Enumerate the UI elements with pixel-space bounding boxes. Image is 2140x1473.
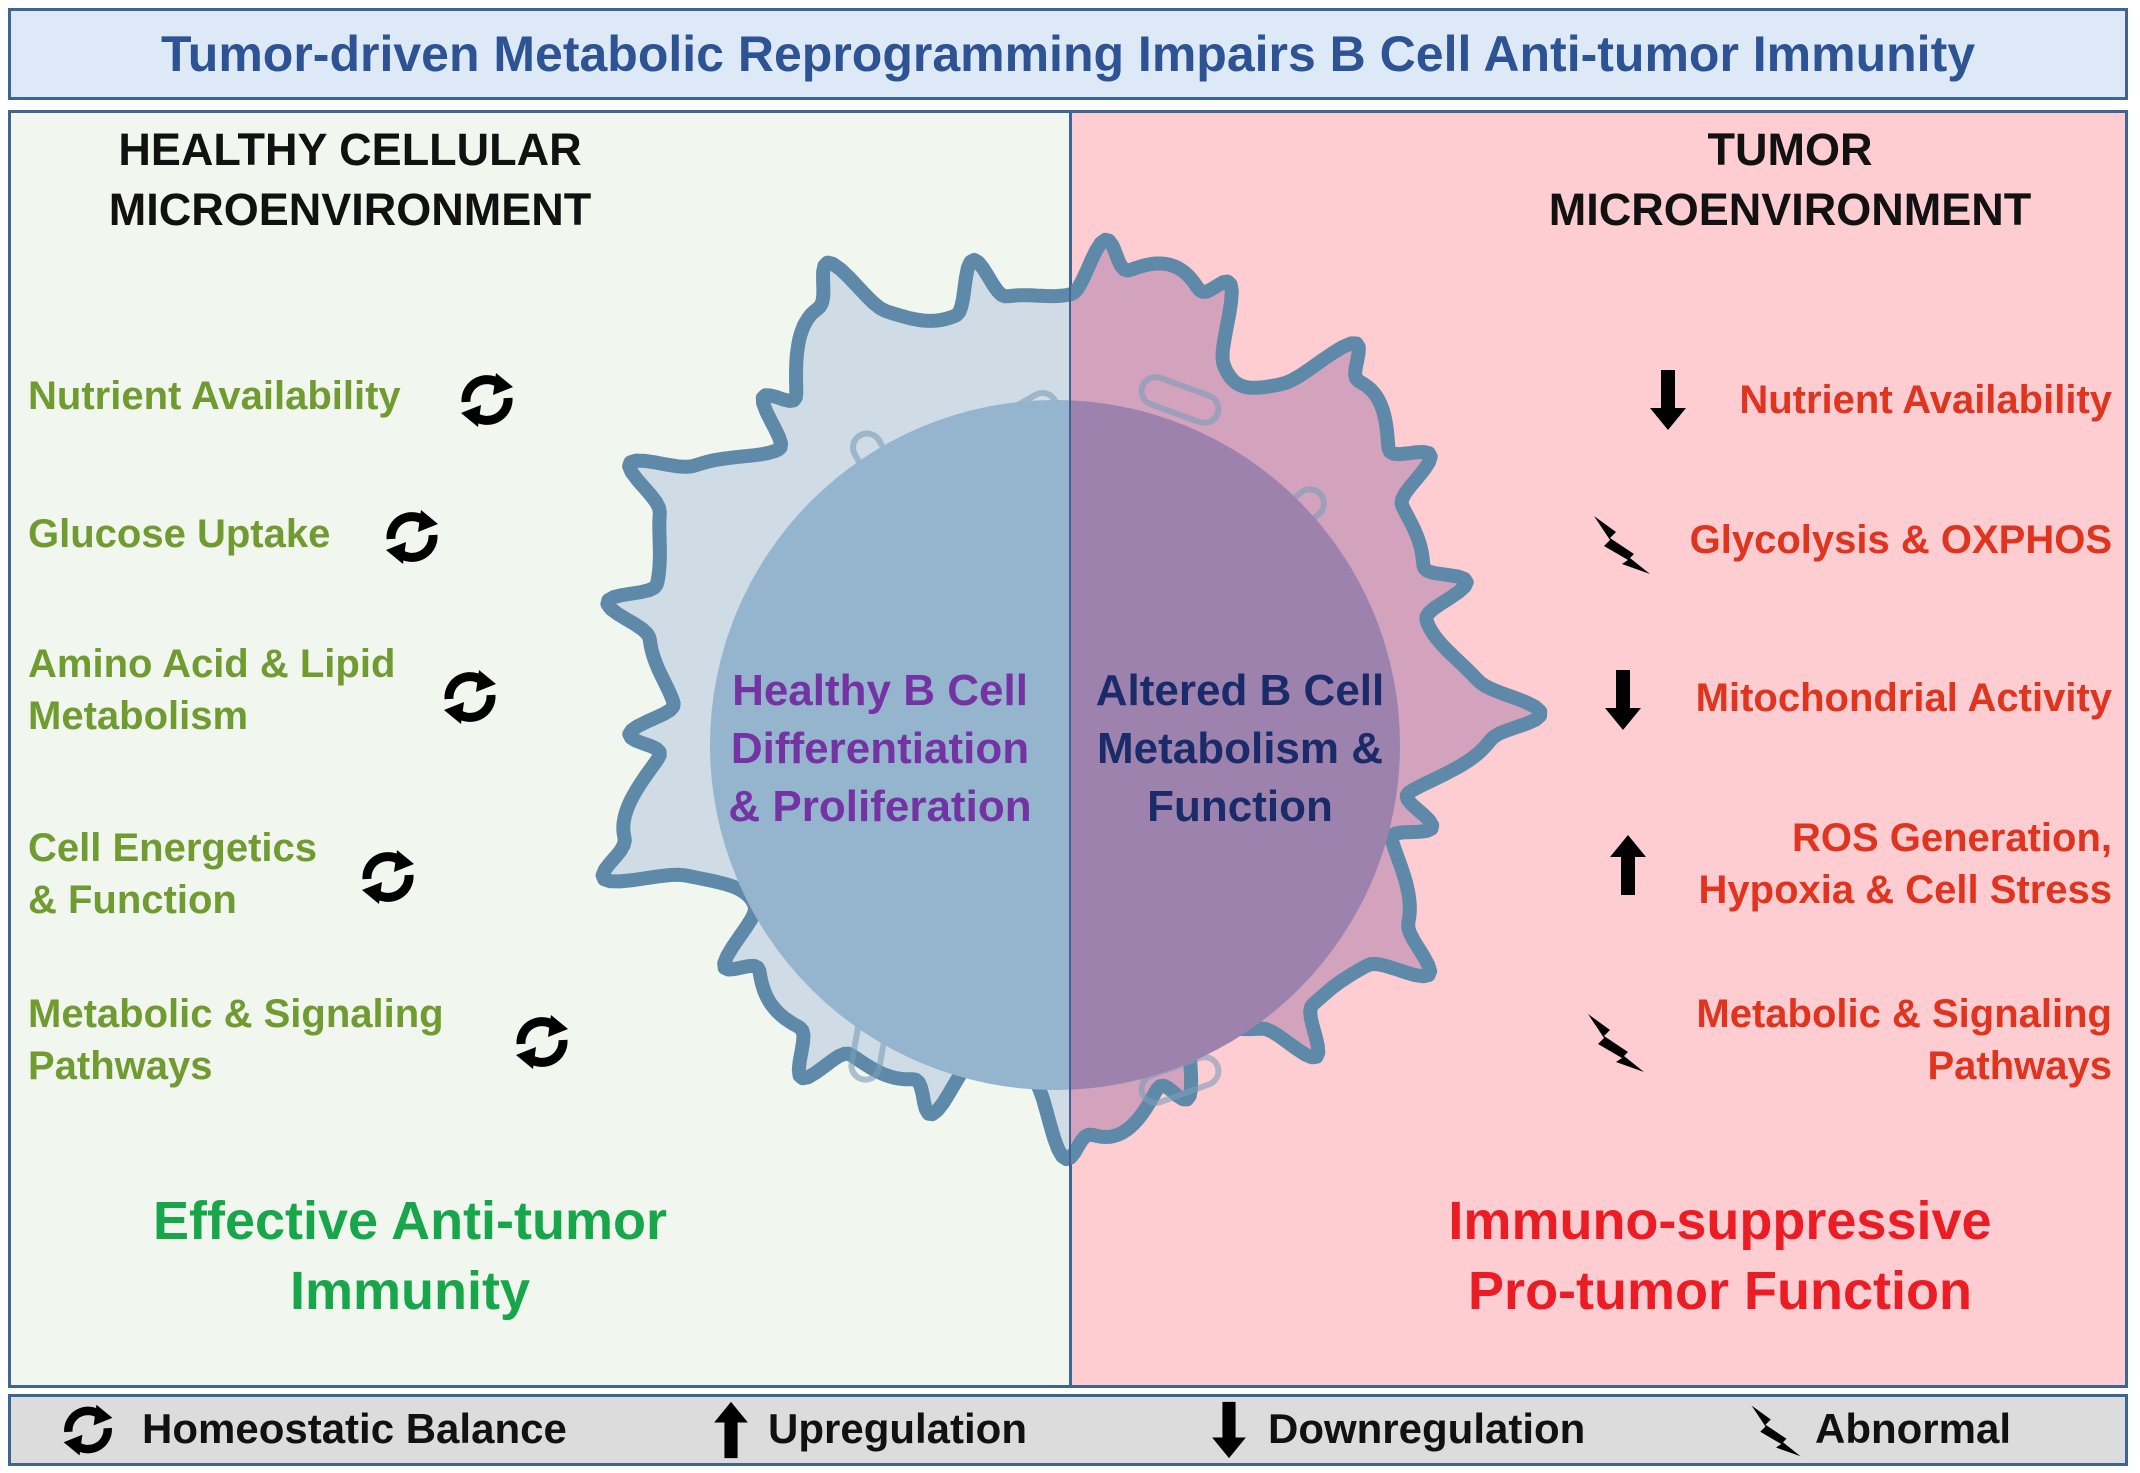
left-factor-amino-lipid: Amino Acid & Lipid Metabolism xyxy=(28,642,396,738)
down-arrow-icon xyxy=(1603,668,1643,732)
down-arrow-icon xyxy=(1210,1400,1248,1460)
right-factor-nutrient: Nutrient Availability xyxy=(1739,378,2112,422)
right-factor-ros: ROS Generation, Hypoxia & Cell Stress xyxy=(1698,816,2113,912)
healthy-outcome: Effective Anti-tumor Immunity xyxy=(152,1191,668,1321)
lightning-icon xyxy=(1748,1400,1804,1460)
left-factor-nutrient: Nutrient Availability xyxy=(28,374,401,418)
tumor-heading: TUMOR MICROENVIRONMENT xyxy=(1548,124,2032,235)
left-factor-glucose: Glucose Uptake xyxy=(28,512,331,556)
healthy-cell-label: Healthy B Cell Differentiation & Prolife… xyxy=(728,666,1032,831)
healthy-cell-half xyxy=(595,252,1070,1167)
cycle-icon xyxy=(510,1010,574,1074)
legend-label-abnormal: Abnormal xyxy=(1815,1405,2012,1452)
legend-label-downregulation: Downregulation xyxy=(1268,1405,1586,1452)
legend-label-upregulation: Upregulation xyxy=(768,1405,1027,1452)
down-arrow-icon xyxy=(1648,368,1688,432)
right-factor-mitochondrial: Mitochondrial Activity xyxy=(1695,676,2112,720)
cycle-icon xyxy=(455,368,519,432)
healthy-heading: HEALTHY CELLULAR MICROENVIRONMENT xyxy=(108,124,592,235)
cycle-icon xyxy=(58,1400,118,1460)
lightning-icon xyxy=(1584,1010,1648,1074)
cycle-icon xyxy=(356,845,420,909)
up-arrow-icon xyxy=(712,1400,750,1460)
legend-label-homeostatic: Homeostatic Balance xyxy=(142,1405,567,1452)
up-arrow-icon xyxy=(1608,833,1648,897)
tumor-cell-half xyxy=(1070,232,1548,1166)
altered-cell-label: Altered B Cell Metabolism & Function xyxy=(1095,666,1385,831)
right-factor-glycolysis: Glycolysis & OXPHOS xyxy=(1689,518,2112,562)
legend xyxy=(8,1394,2128,1466)
right-factor-signaling: Metabolic & Signaling Pathways xyxy=(1696,992,2112,1088)
diagram-title: Tumor-driven Metabolic Reprogramming Imp… xyxy=(8,8,2128,100)
cycle-icon xyxy=(438,665,502,729)
cycle-icon xyxy=(380,505,444,569)
tumor-outcome: Immuno-suppressive Pro-tumor Function xyxy=(1448,1191,1992,1321)
left-factor-energetics: Cell Energetics & Function xyxy=(28,826,318,922)
left-factor-signaling: Metabolic & Signaling Pathways xyxy=(28,992,444,1088)
lightning-icon xyxy=(1590,512,1654,576)
